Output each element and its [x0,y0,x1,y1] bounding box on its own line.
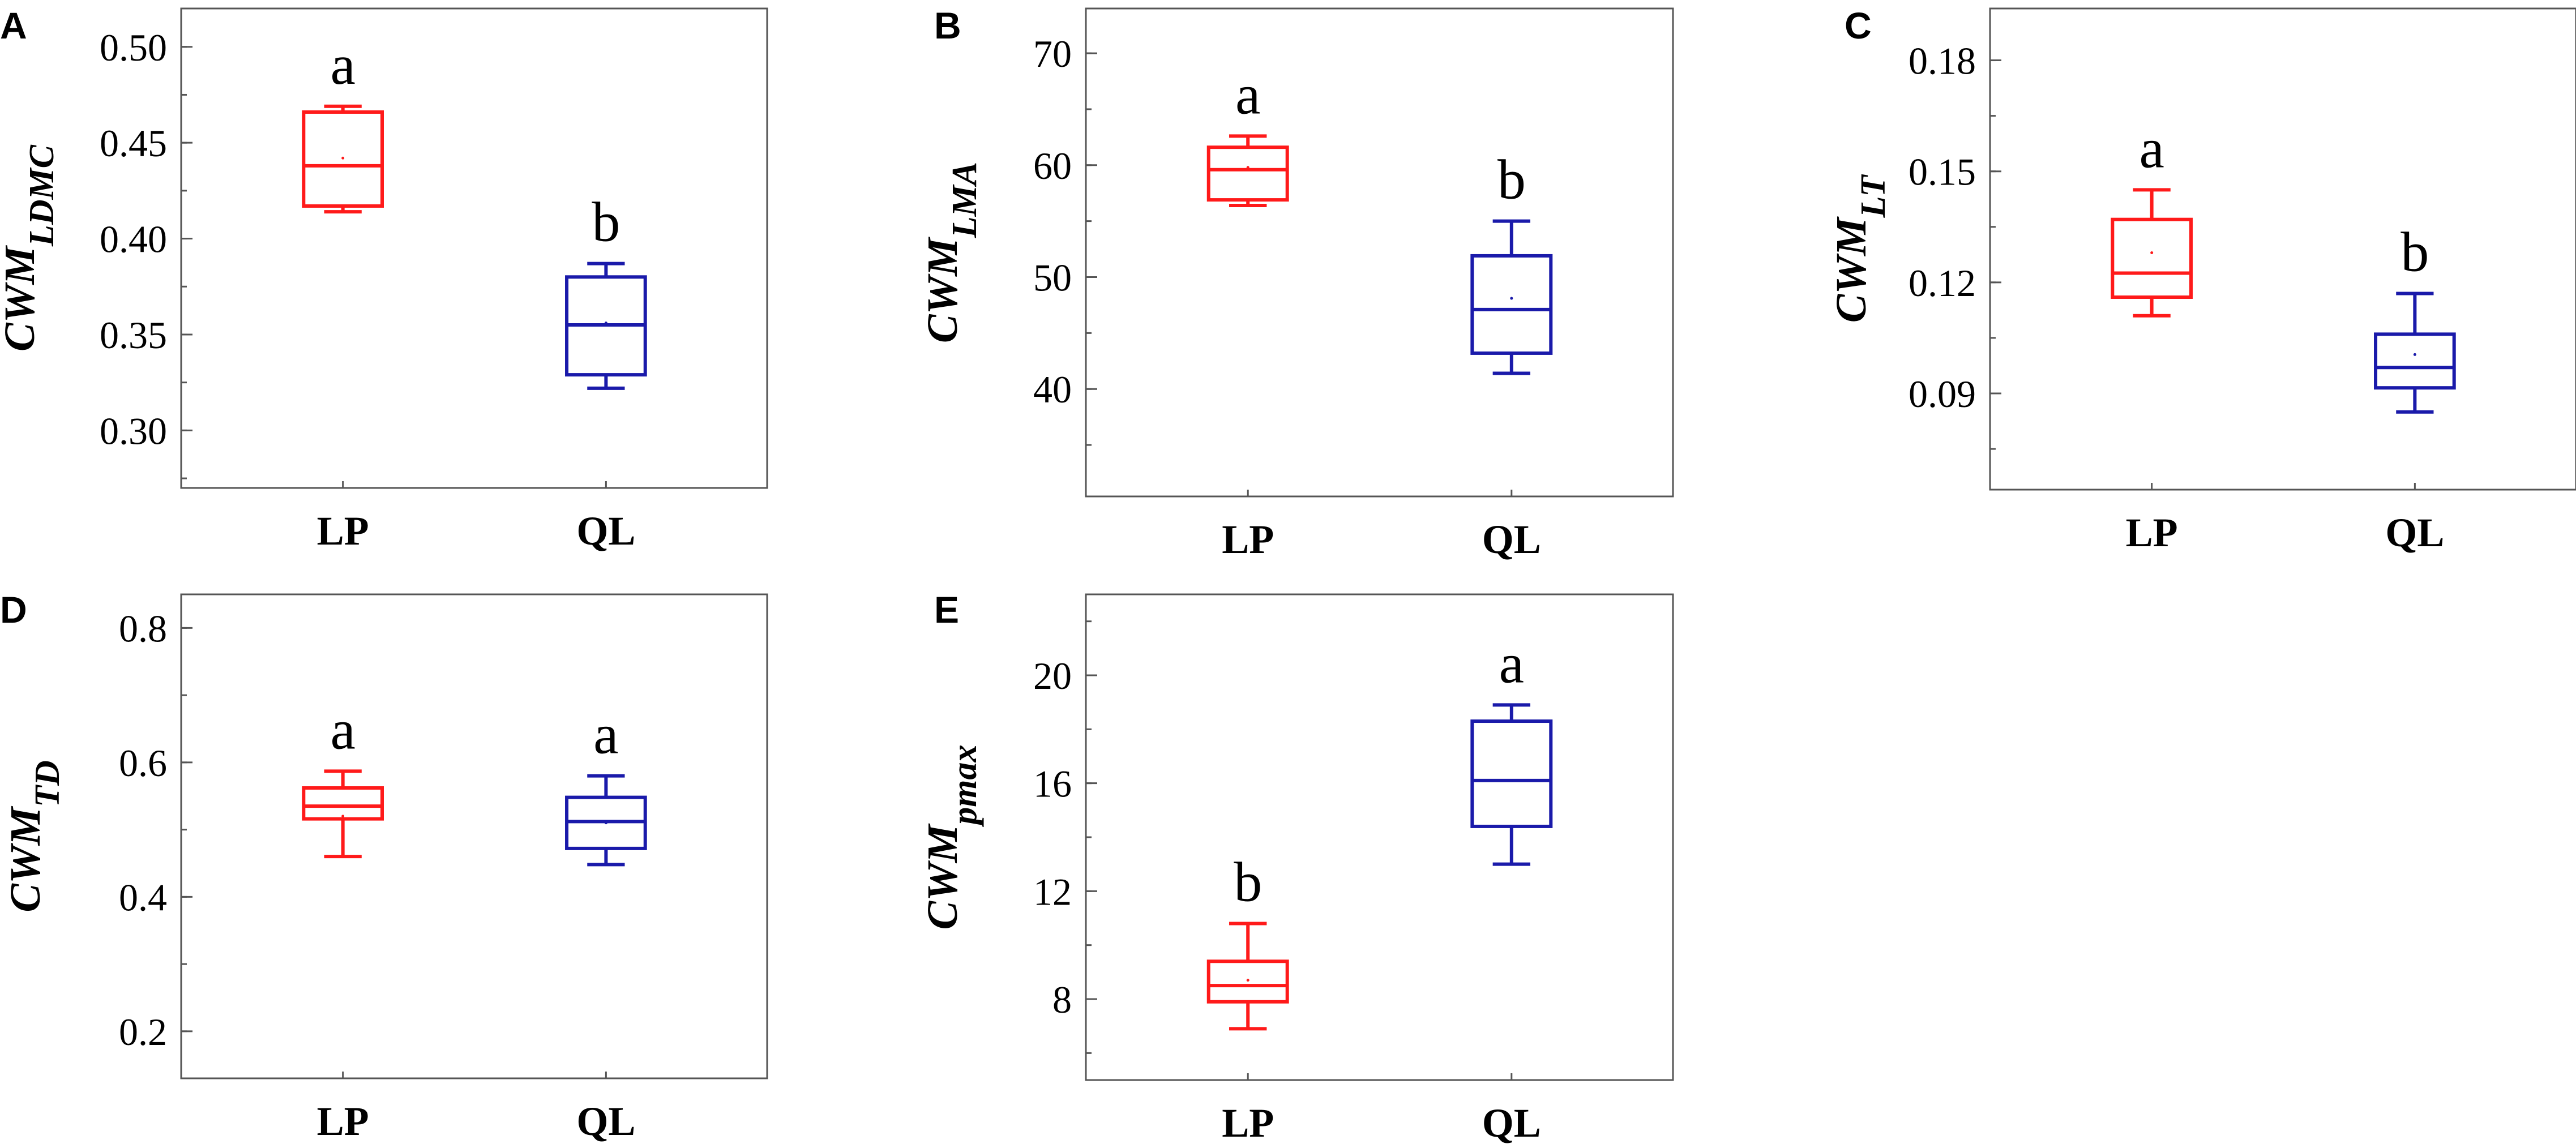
panel-badge: E [934,589,959,631]
y-tick-label: 0.4 [119,876,167,919]
y-tick-label: 8 [1052,978,1072,1021]
box-ql [2374,332,2456,390]
panel-badge: C [1845,5,1872,46]
y-tick-label: 0.50 [100,26,167,69]
mean-marker [1510,297,1513,300]
y-tick-label: 60 [1033,144,1072,187]
plot-frame [1085,7,1674,498]
x-tick-label: QL [576,508,635,554]
box-lp [2111,217,2193,299]
mean-marker [1510,779,1513,782]
panel-d: D 0.2 0.4 0.6 0.8LP QL CWMTD a a [0,589,768,1144]
significance-letter: b [2400,220,2429,283]
mean-marker [2150,251,2154,255]
y-tick-label: 0.45 [100,122,167,165]
y-tick-label: 0.6 [119,742,167,785]
y-tick-label: 0.18 [1909,40,1976,83]
mean-marker [604,821,607,825]
y-tick-label: 0.09 [1909,372,1976,415]
y-tick-label: 12 [1033,870,1072,913]
plot-frame [180,7,768,489]
box-ql [1470,719,1553,828]
x-tick-label: QL [1482,517,1541,562]
significance-letter: a [330,33,355,96]
y-tick-label: 20 [1033,654,1072,697]
y-tick-label: 16 [1033,762,1072,805]
x-tick-label: LP [1222,1100,1274,1144]
y-axis-label: CWMLDMC [0,144,61,352]
panel-badge: D [0,589,27,631]
y-tick-label: 0.12 [1909,262,1976,305]
y-tick-label: 70 [1033,32,1072,75]
y-axis-label: CWMpmax [919,744,984,929]
significance-letter: a [1499,632,1524,695]
y-tick-label: 40 [1033,368,1072,411]
x-tick-label: LP [2126,510,2178,555]
significance-letter: b [592,191,620,254]
mean-marker [341,156,345,160]
mean-marker [1246,979,1250,982]
significance-letter: a [593,703,618,766]
mean-marker [2413,353,2416,356]
y-axis-label: CWMTD [2,760,67,912]
x-tick-label: LP [317,508,369,554]
significance-letter: b [1497,148,1526,211]
x-tick-label: QL [2385,510,2444,555]
significance-letter: a [2139,117,2164,179]
panel-badge: A [0,5,27,46]
y-tick-label: 50 [1033,256,1072,299]
x-tick-label: QL [1482,1100,1541,1144]
y-tick-label: 0.15 [1909,151,1976,194]
y-tick-label: 0.8 [119,607,167,650]
x-tick-label: LP [1222,517,1274,562]
mean-marker [341,815,345,818]
mean-marker [1246,166,1250,169]
mean-marker [604,322,607,325]
plot-frame [1085,593,1674,1081]
plot-frame [180,593,768,1079]
x-tick-label: QL [576,1099,635,1144]
y-axis-label: CWMLMA [919,162,984,343]
plot-frame [1989,7,2576,491]
x-tick-label: LP [317,1099,369,1144]
significance-letter: b [1234,851,1262,914]
y-tick-label: 0.2 [119,1010,167,1053]
y-tick-label: 0.35 [100,314,167,357]
y-tick-label: 0.40 [100,218,167,261]
box-lp [302,786,384,821]
y-tick-label: 0.30 [100,409,167,452]
box-lp [1206,145,1289,202]
panel-badge: B [934,5,961,46]
y-axis-label: CWMLT [1828,174,1893,323]
significance-letter: a [330,698,355,761]
significance-letter: a [1235,63,1260,126]
box-ql [1470,254,1553,355]
box-lp [302,110,384,208]
